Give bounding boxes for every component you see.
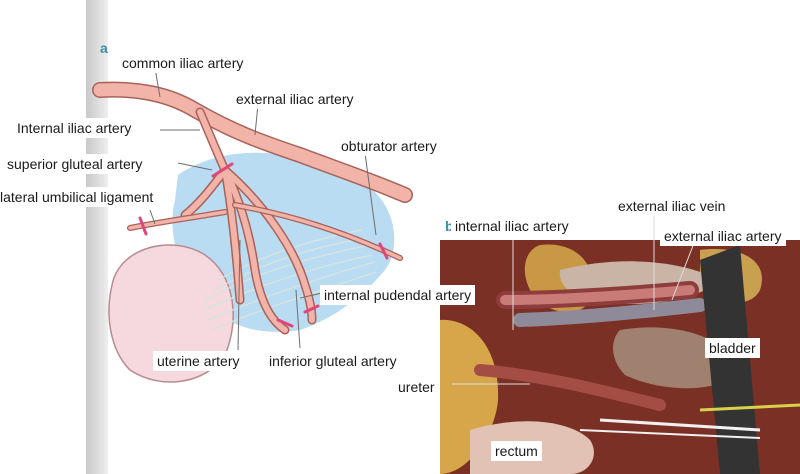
label-external-iliac-artery: external iliac artery [232,89,358,109]
label-b-external-iliac-vein: external iliac vein [614,196,730,216]
label-internal-iliac-artery: Internal iliac artery [13,118,136,138]
label-uterine-artery: uterine artery [153,351,244,371]
panel-a-letter: a [100,40,108,56]
label-inferior-gluteal-artery: inferior gluteal artery [265,351,401,371]
panel-b-letter: b [445,218,454,234]
ligation-marks [138,162,389,328]
panel-b-leaders [452,215,695,385]
label-superior-gluteal-artery: superior gluteal artery [3,154,147,174]
label-b-internal-iliac-artery: internal iliac artery [451,216,573,236]
label-obturator-artery: obturator artery [337,136,441,156]
label-b-bladder: bladder [705,338,760,358]
leader-lines [149,67,377,351]
label-b-rectum: rectum [491,441,542,461]
label-common-iliac-artery: common iliac artery [118,53,248,73]
page-margin-shade [86,0,108,474]
label-b-ureter: ureter [394,377,439,397]
label-internal-pudendal-artery: internal pudendal artery [320,285,476,305]
label-lateral-umbilical-ligament: lateral umbilical ligament [0,187,158,207]
label-b-external-iliac-artery: external iliac artery [660,226,786,246]
